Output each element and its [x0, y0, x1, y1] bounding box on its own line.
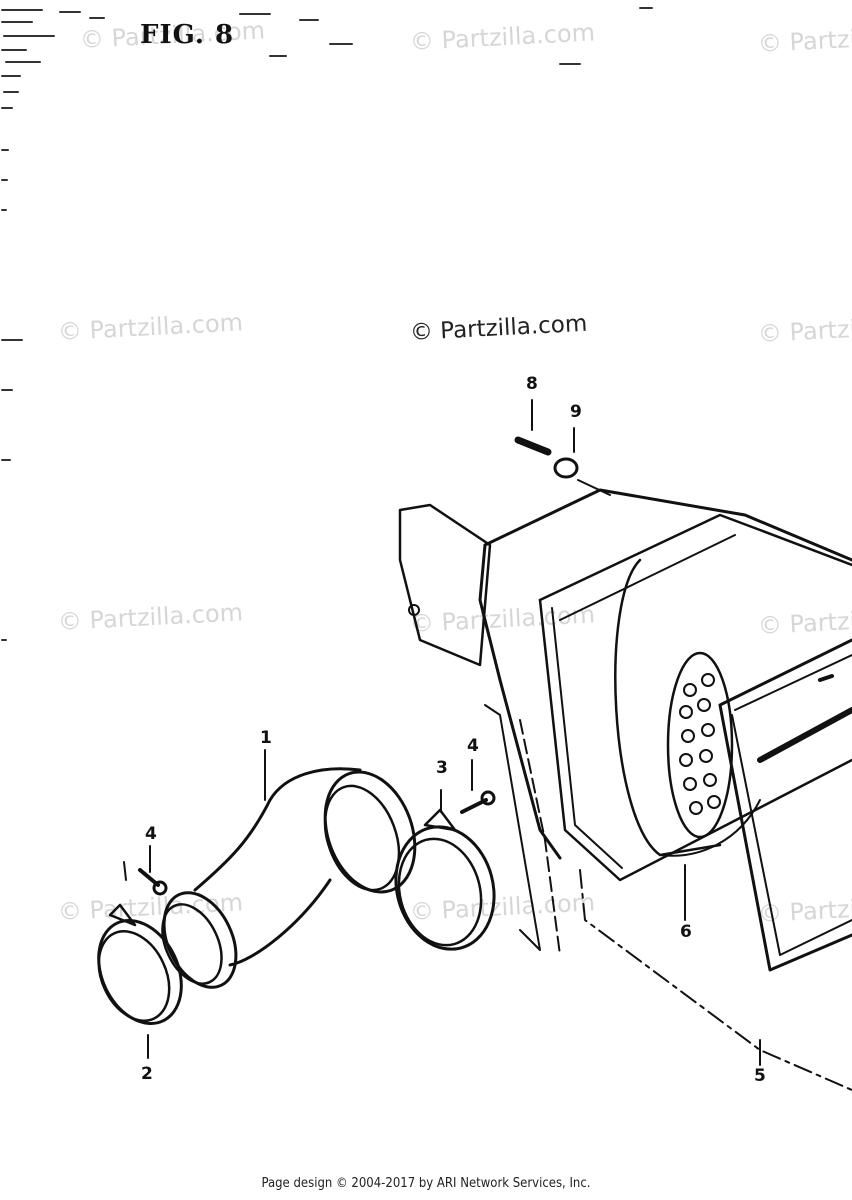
exploded-parts-drawing [1, 7, 852, 1091]
callout-1[interactable]: 1 [260, 728, 272, 748]
callout-2[interactable]: 2 [141, 1064, 153, 1084]
bolt [514, 399, 552, 456]
filter-element [614, 558, 761, 921]
callout-3[interactable]: 3 [436, 758, 448, 778]
callout-5[interactable]: 5 [754, 1066, 766, 1086]
callout-6[interactable]: 6 [680, 922, 692, 942]
footer-copyright: Page design © 2004-2017 by ARI Network S… [261, 1176, 591, 1191]
figure-title: FIG. 8 [140, 20, 235, 50]
screw-lower [123, 845, 168, 896]
callout-4-lower[interactable]: 4 [145, 824, 157, 844]
clamp-upper [394, 789, 496, 951]
airbox-cover [718, 638, 852, 972]
washer [553, 427, 611, 496]
callout-4-upper[interactable]: 4 [467, 736, 479, 756]
scan-noise [1, 7, 653, 641]
clamp-lower [97, 903, 183, 1059]
airbox-housing [398, 488, 852, 1091]
callout-8[interactable]: 8 [526, 374, 538, 394]
callout-9[interactable]: 9 [570, 402, 582, 422]
intake-boot [161, 749, 417, 989]
screw-upper [460, 759, 496, 814]
